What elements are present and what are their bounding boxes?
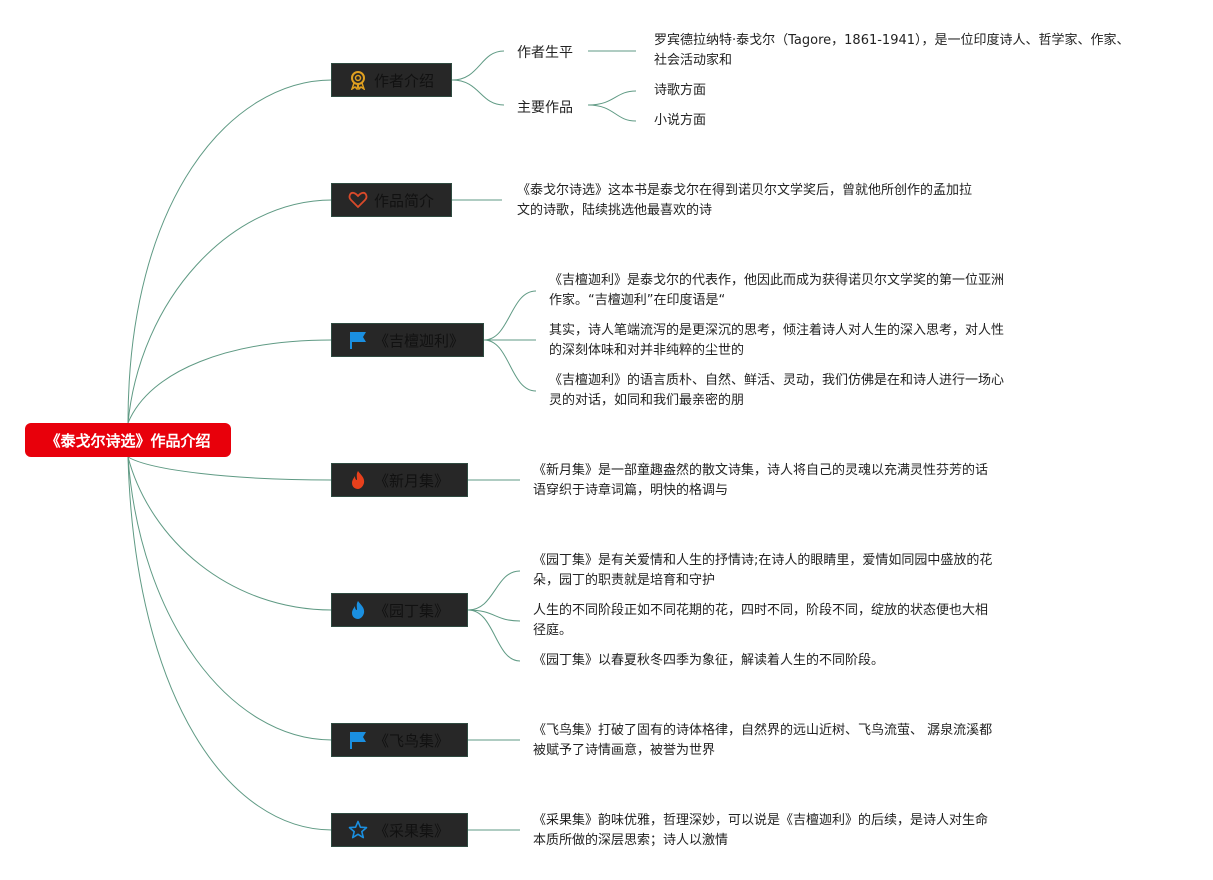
leaf-line: 社会活动家和 xyxy=(654,53,733,68)
leaf-crescent-moon[interactable]: 《新月集》是一部童趣盎然的散文诗集，诗人将自己的灵魂以充满灵性芬芳的话 语穿织于… xyxy=(533,461,988,501)
topic-work-intro[interactable]: 作品简介 xyxy=(331,183,452,217)
leaf-line: 《园丁集》是有关爱情和人生的抒情诗;在诗人的眼睛里，爱情如同园中盛放的花 xyxy=(533,553,993,568)
topic-gitanjali[interactable]: 《吉檀迦利》 xyxy=(331,323,484,357)
leaf-line: 人生的不同阶段正如不同花期的花，四时不同，阶段不同，绽放的状态便也大相 xyxy=(533,603,989,618)
subtopic-author-life[interactable]: 作者生平 xyxy=(517,45,573,61)
topic-label: 《飞鸟集》 xyxy=(374,731,450,750)
topic-author[interactable]: 作者介绍 xyxy=(331,63,452,97)
leaf-line: 灵的对话，如同和我们最亲密的朋 xyxy=(549,393,745,408)
leaf-line: 文的诗歌，陆续挑选他最喜欢的诗 xyxy=(517,203,713,218)
topic-gardener[interactable]: 《园丁集》 xyxy=(331,593,468,627)
leaf-line: 《新月集》是一部童趣盎然的散文诗集，诗人将自己的灵魂以充满灵性芬芳的话 xyxy=(533,463,989,478)
subtopic-major-works[interactable]: 主要作品 xyxy=(517,100,573,116)
leaf-poetry[interactable]: 诗歌方面 xyxy=(654,83,707,98)
leaf-gitanjali-3[interactable]: 《吉檀迦利》的语言质朴、自然、鲜活、灵动，我们仿佛是在和诗人进行一场心 灵的对话… xyxy=(549,371,1004,411)
topic-label: 《新月集》 xyxy=(374,471,450,490)
leaf-line: 《园丁集》以春夏秋冬四季为象征，解读着人生的不同阶段。 xyxy=(533,653,885,668)
topic-label: 《园丁集》 xyxy=(374,601,450,620)
leaf-line: 径庭。 xyxy=(533,623,573,638)
leaf-line: 本质所做的深层思索；诗人以激情 xyxy=(533,833,729,848)
leaf-gardener-2[interactable]: 人生的不同阶段正如不同花期的花，四时不同，阶段不同，绽放的状态便也大相 径庭。 xyxy=(533,601,988,641)
leaf-gitanjali-1[interactable]: 《吉檀迦利》是泰戈尔的代表作，他因此而成为获得诺贝尔文学奖的第一位亚洲 作家。“… xyxy=(549,271,1004,311)
flag-icon xyxy=(348,730,368,750)
leaf-line: 的深刻体味和对并非纯粹的尘世的 xyxy=(549,343,745,358)
topic-stray-birds[interactable]: 《飞鸟集》 xyxy=(331,723,468,757)
leaf-line: 其实，诗人笔端流泻的是更深沉的思考，倾注着诗人对人生的深入思考，对人性 xyxy=(549,323,1005,338)
leaf-line: 作家。“吉檀迦利”在印度语是“ xyxy=(549,293,726,308)
topic-crescent-moon[interactable]: 《新月集》 xyxy=(331,463,468,497)
leaf-work-intro[interactable]: 《泰戈尔诗选》这本书是泰戈尔在得到诺贝尔文学奖后，曾就他所创作的孟加拉 文的诗歌… xyxy=(517,181,972,221)
fire-icon xyxy=(348,600,368,620)
leaf-line: 《泰戈尔诗选》这本书是泰戈尔在得到诺贝尔文学奖后，曾就他所创作的孟加拉 xyxy=(517,183,973,198)
leaf-author-life[interactable]: 罗宾德拉纳特·泰戈尔（Tagore，1861-1941），是一位印度诗人、哲学家… xyxy=(654,31,1130,71)
award-icon xyxy=(348,70,368,90)
topic-label: 《吉檀迦利》 xyxy=(374,331,465,350)
leaf-line: 罗宾德拉纳特·泰戈尔（Tagore，1861-1941），是一位印度诗人、哲学家… xyxy=(654,33,1130,48)
leaf-line: 《飞鸟集》打破了固有的诗体格律，自然界的远山近树、飞鸟流萤、 潺泉流溪都 xyxy=(533,723,993,738)
heart-icon xyxy=(348,190,368,210)
leaf-line: 《吉檀迦利》的语言质朴、自然、鲜活、灵动，我们仿佛是在和诗人进行一场心 xyxy=(549,373,1005,388)
leaf-stray-birds[interactable]: 《飞鸟集》打破了固有的诗体格律，自然界的远山近树、飞鸟流萤、 潺泉流溪都 被赋予… xyxy=(533,721,992,761)
leaf-gardener-3[interactable]: 《园丁集》以春夏秋冬四季为象征，解读着人生的不同阶段。 xyxy=(533,651,884,671)
topic-fruit-gathering[interactable]: 《采果集》 xyxy=(331,813,468,847)
leaf-novels[interactable]: 小说方面 xyxy=(654,113,707,128)
leaf-gardener-1[interactable]: 《园丁集》是有关爱情和人生的抒情诗;在诗人的眼睛里，爱情如同园中盛放的花 朵，园… xyxy=(533,551,992,591)
leaf-fruit-gathering[interactable]: 《采果集》韵味优雅，哲理深妙，可以说是《吉檀迦利》的后续，是诗人对生命 本质所做… xyxy=(533,811,988,851)
topic-label: 作者介绍 xyxy=(374,71,435,90)
leaf-line: 朵，园丁的职责就是培育和守护 xyxy=(533,573,716,588)
star-icon xyxy=(348,820,368,840)
root-topic[interactable]: 《泰戈尔诗选》作品介绍 xyxy=(25,423,231,457)
fire-icon xyxy=(348,470,368,490)
leaf-line: 语穿织于诗章词篇，明快的格调与 xyxy=(533,483,729,498)
leaf-gitanjali-2[interactable]: 其实，诗人笔端流泻的是更深沉的思考，倾注着诗人对人生的深入思考，对人性 的深刻体… xyxy=(549,321,1004,361)
leaf-line: 《吉檀迦利》是泰戈尔的代表作，他因此而成为获得诺贝尔文学奖的第一位亚洲 xyxy=(549,273,1005,288)
topic-label: 作品简介 xyxy=(374,191,435,210)
flag-icon xyxy=(348,330,368,350)
leaf-line: 《采果集》韵味优雅，哲理深妙，可以说是《吉檀迦利》的后续，是诗人对生命 xyxy=(533,813,989,828)
leaf-line: 被赋予了诗情画意，被誉为世界 xyxy=(533,743,716,758)
topic-label: 《采果集》 xyxy=(374,821,450,840)
